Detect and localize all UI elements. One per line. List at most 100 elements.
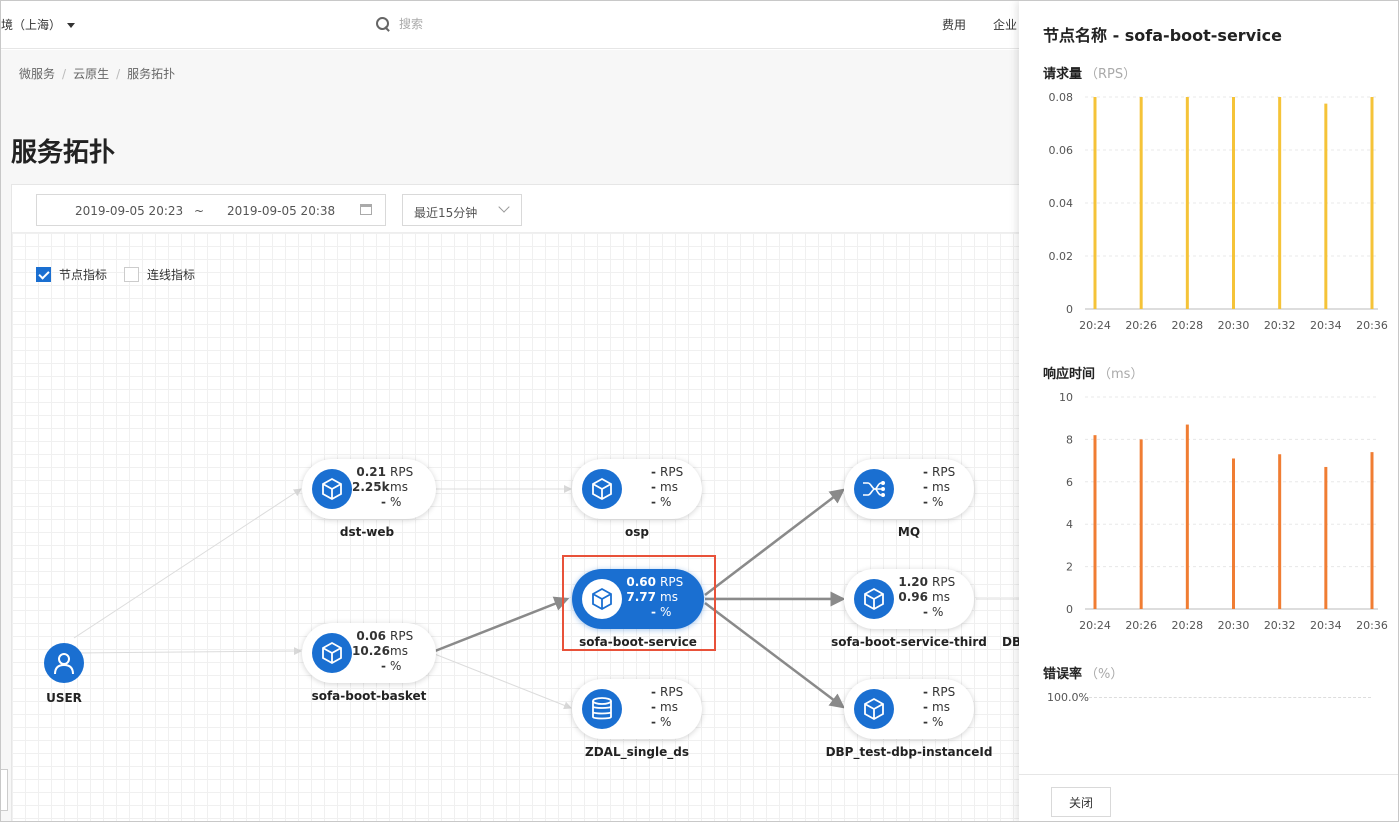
edge-user-dstweb (73, 488, 302, 639)
err-unit: % (932, 605, 944, 619)
x-tick-label: 20:36 (1356, 319, 1388, 332)
cube-icon (582, 579, 622, 619)
region-label: 境（上海） (1, 18, 62, 32)
ms-unit: ms (932, 480, 950, 494)
node-metrics-checkbox[interactable]: 节点指标 (36, 266, 107, 283)
x-tick-label: 20:34 (1310, 619, 1342, 632)
nav-enterprise[interactable]: 企业 (993, 18, 1018, 32)
err-value: - (651, 495, 656, 509)
node-metrics: -RPS -ms -% (622, 685, 704, 730)
x-tick-label: 20:28 (1171, 619, 1203, 632)
err-unit: % (390, 659, 402, 673)
x-tick-label: 20:24 (1079, 619, 1111, 632)
node-osp[interactable]: -RPS -ms -% osp (572, 459, 702, 539)
node-label: MQ (897, 525, 921, 539)
rps-value: 0.06 (356, 629, 386, 643)
err-title: 错误率 (1043, 667, 1083, 682)
y-tick-label: 2 (1066, 561, 1073, 574)
bar (1370, 97, 1374, 309)
node-metrics-label: 节点指标 (59, 268, 108, 282)
y-tick-label: 0.08 (1049, 91, 1074, 104)
y-tick-label: 10 (1059, 391, 1073, 404)
user-node[interactable] (44, 643, 84, 683)
rps-unit: RPS (660, 685, 684, 699)
x-tick-label: 20:32 (1264, 619, 1296, 632)
bar (1232, 458, 1235, 609)
node-label: sofa-boot-service (579, 635, 697, 649)
rps-value: - (651, 465, 656, 479)
side-collapse-handle[interactable] (1, 769, 8, 811)
node-zdal-single-ds[interactable]: -RPS -ms -% ZDAL_single_ds (572, 679, 704, 759)
x-tick-label: 20:34 (1310, 319, 1342, 332)
bar (1324, 103, 1328, 309)
search-box[interactable]: 搜索 (376, 15, 423, 32)
err-unit: % (660, 495, 672, 509)
node-mq[interactable]: -RPS -ms -% MQ (844, 459, 976, 539)
breadcrumb-item: 服务拓扑 (127, 67, 176, 81)
quick-range-select[interactable]: 最近15分钟 (402, 194, 522, 226)
user-label: USER (46, 691, 82, 705)
err-value: - (923, 495, 928, 509)
rps-value: - (651, 685, 656, 699)
chevron-down-icon (498, 201, 510, 213)
search-icon (376, 16, 390, 31)
main-content: 微服务/云原生/服务拓扑 服务拓扑 2019-09-05 20:23 ~ 201… (1, 50, 1022, 821)
filter-toolbar: 2019-09-05 20:23 ~ 2019-09-05 20:38 最近15… (12, 185, 1020, 233)
x-tick-label: 20:28 (1171, 319, 1203, 332)
breadcrumb-item[interactable]: 云原生 (73, 67, 110, 81)
ms-value: - (923, 480, 928, 494)
node-label-partial: DB (1002, 635, 1022, 649)
node-dbp-test-dbp-instanceid[interactable]: -RPS -ms -% DBP_test-dbp-instanceId (826, 679, 992, 759)
ms-value: 0.96 (898, 590, 928, 604)
user-icon (54, 653, 74, 675)
rps-unit: RPS (390, 629, 414, 643)
topology-canvas[interactable]: 节点指标 连线指标 (12, 233, 1022, 821)
start-date: 2019-09-05 20:23 (75, 204, 184, 218)
bar (1139, 97, 1143, 309)
y-tick-label: 0 (1066, 303, 1073, 316)
drawer-footer: 关闭 (1019, 774, 1398, 821)
bar (1185, 424, 1189, 609)
x-tick-label: 20:26 (1125, 619, 1157, 632)
bar (1324, 466, 1328, 609)
y-tick-label: 8 (1066, 433, 1073, 446)
topology-panel: 2019-09-05 20:23 ~ 2019-09-05 20:38 最近15… (11, 184, 1022, 821)
err-unit-label: （%） (1085, 667, 1124, 682)
date-range-picker[interactable]: 2019-09-05 20:23 ~ 2019-09-05 20:38 (36, 194, 386, 226)
rps-unit: RPS (932, 465, 956, 479)
nav-billing[interactable]: 费用 (942, 18, 967, 32)
checkbox-unchecked-icon (124, 267, 139, 282)
edge-metrics-label: 连线指标 (147, 268, 196, 282)
bar (1232, 97, 1235, 309)
region-selector[interactable]: 境（上海） (1, 16, 76, 33)
cube-icon (312, 633, 352, 673)
x-tick-label: 20:36 (1356, 619, 1388, 632)
node-label: sofa-boot-basket (311, 689, 427, 703)
mq-icon (854, 469, 894, 509)
page-title: 服务拓扑 (11, 138, 116, 168)
cube-icon (854, 579, 894, 619)
breadcrumb-item[interactable]: 微服务 (19, 67, 56, 81)
ms-unit: ms (660, 480, 678, 494)
err-value: - (381, 495, 386, 509)
rps-title: 请求量 (1043, 67, 1083, 82)
breadcrumb: 微服务/云原生/服务拓扑 (19, 67, 176, 81)
ms-unit: ms (932, 700, 950, 714)
edge-metrics-checkbox[interactable]: 连线指标 (124, 266, 195, 283)
node-metrics: -RPS -ms -% (894, 465, 976, 510)
rps-value: 0.60 (626, 575, 656, 589)
close-button[interactable]: 关闭 (1051, 787, 1111, 817)
ms-value: 2.25k (352, 480, 390, 494)
topology-edges (73, 485, 1020, 710)
node-label: dst-web (339, 525, 395, 539)
ms-value: 10.26 (352, 644, 390, 658)
err-value: - (923, 715, 928, 729)
rps-unit: RPS (390, 465, 414, 479)
rps-value: - (923, 465, 928, 479)
